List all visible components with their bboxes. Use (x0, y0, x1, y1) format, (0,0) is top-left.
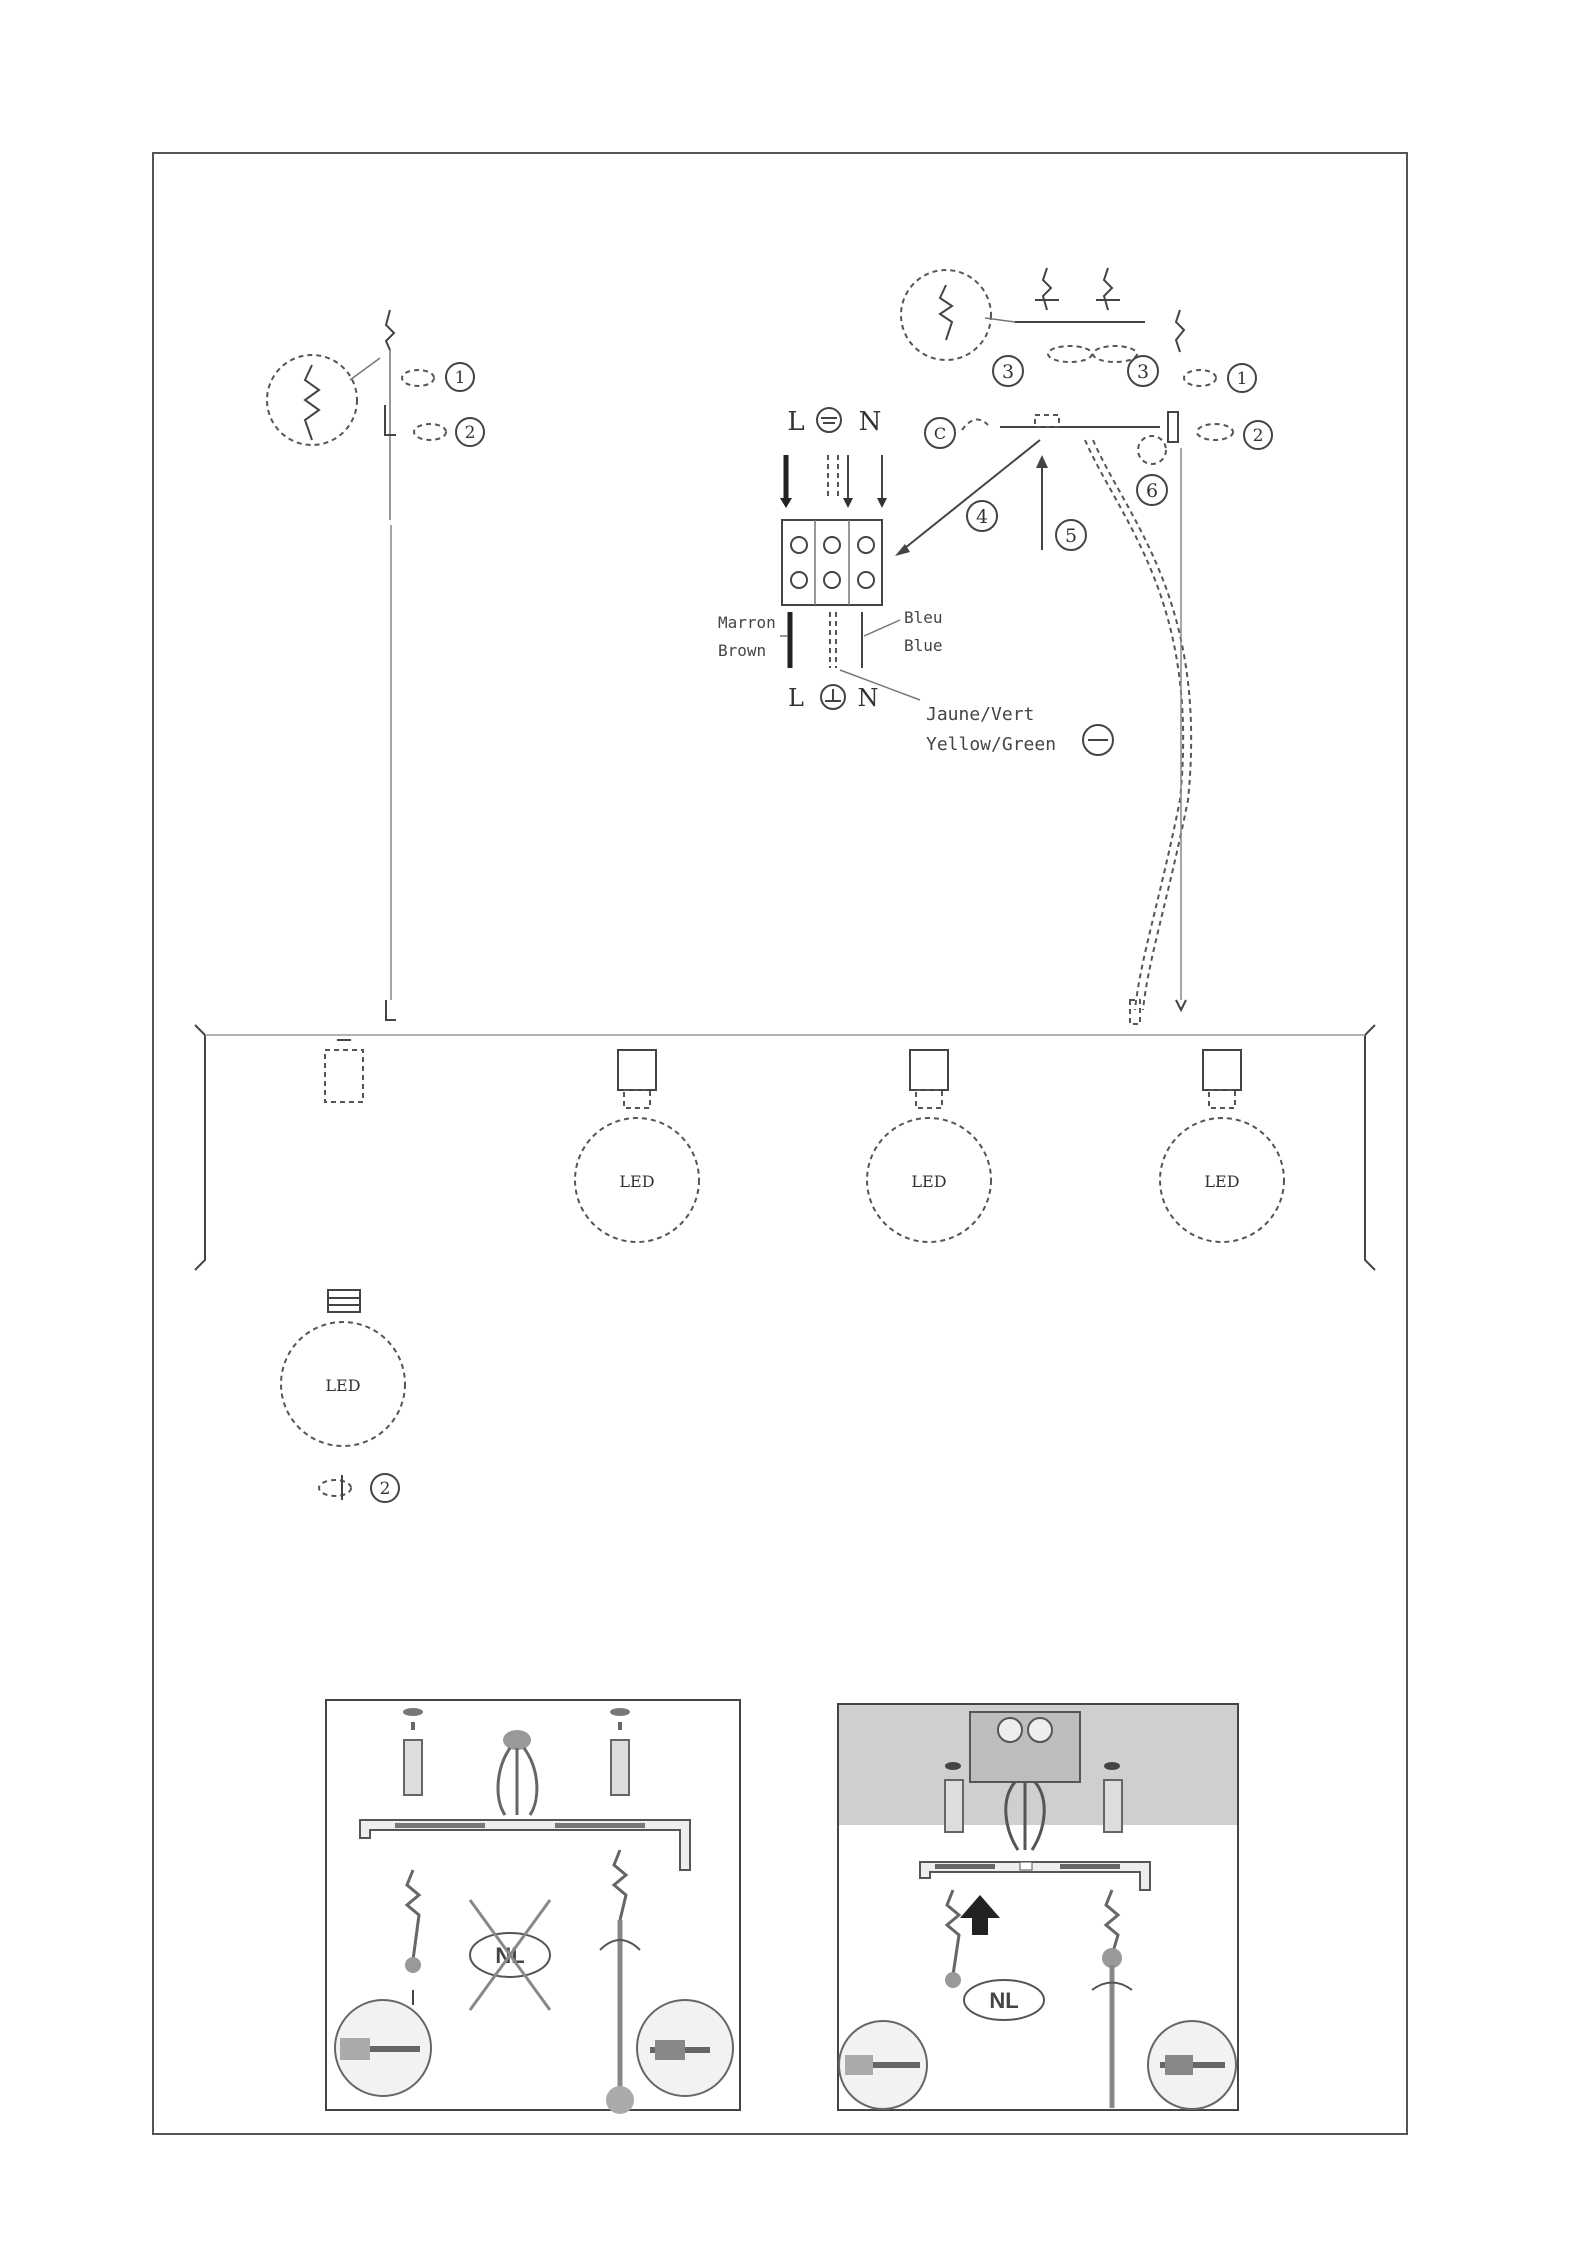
right-screw-magnifier (901, 270, 991, 360)
left-wire-clip (386, 1000, 396, 1020)
step3b-label: 3 (1137, 361, 1149, 383)
left-top-screw-icon (386, 310, 394, 350)
bulb-2-label: LED (911, 1172, 946, 1191)
right-step1-label: 1 (1237, 369, 1248, 389)
light-fixture: LED LED LED (195, 1025, 1375, 1270)
wall-plug-right-1 (945, 1780, 963, 1832)
bracket-screw-b-icon (1096, 268, 1120, 310)
ground-fr-label: Jaune/Vert (926, 704, 1034, 725)
left-step2-label: 2 (465, 423, 476, 443)
loose-bulb-label: LED (325, 1376, 360, 1395)
brown-en-label: Brown (718, 641, 766, 660)
mounting-panel-left: NL (326, 1700, 740, 2114)
right-step2-label: 2 (1253, 426, 1264, 446)
terminal-block (782, 520, 882, 605)
bulb-3: LED (1160, 1050, 1284, 1242)
bulb-1-label: LED (619, 1172, 654, 1191)
junction-box (970, 1712, 1080, 1782)
top-ground-icon (817, 408, 841, 432)
left-screw-detail: 1 2 (267, 310, 484, 520)
wall-plug-right-2 (1104, 1780, 1122, 1832)
loose-bulb-base (328, 1290, 360, 1312)
bulb-2: LED (867, 1050, 991, 1242)
mounting-panel-right: NL (838, 1704, 1238, 2110)
top-L-label: L (787, 407, 804, 437)
brown-fr-label: Marron (718, 613, 776, 632)
wall-plug-left-2 (611, 1740, 629, 1795)
step5-label: 5 (1065, 525, 1077, 547)
empty-socket (325, 1050, 363, 1102)
top-N-label: N (859, 407, 882, 437)
loose-bulb: LED 2 (281, 1290, 405, 1502)
ground-en-label: Yellow/Green (926, 734, 1056, 755)
bottom-L-label: L (788, 684, 804, 712)
nl-badge-right-label: NL (989, 1988, 1018, 2013)
right-bracket-detail: 3 3 1 C 2 6 4 5 (895, 268, 1272, 556)
step6-label: 6 (1146, 480, 1158, 502)
left-screw-icon (305, 365, 319, 440)
canopy-connector (1035, 415, 1059, 427)
bracket-screw-a-icon (1035, 268, 1059, 310)
left-rotate-arrow-icon (402, 370, 434, 386)
left-step1-label: 1 (455, 368, 466, 388)
bulb-3-label: LED (1204, 1172, 1239, 1191)
bulb-1-socket (618, 1050, 656, 1090)
step4-label: 4 (976, 506, 988, 528)
fixture-left-end (195, 1025, 205, 1270)
right-top-screw-icon (1176, 310, 1184, 352)
wall-plug-left-1 (404, 1740, 422, 1795)
loose-bulb-rotate-icon (319, 1480, 351, 1496)
bulb-step2-label: 2 (380, 1479, 391, 1499)
bulb-3-socket (1203, 1050, 1241, 1090)
step-c-label: C (934, 424, 946, 443)
fixture-right-end (1365, 1025, 1375, 1270)
blue-en-label: Blue (904, 636, 943, 655)
blue-fr-label: Bleu (904, 608, 943, 627)
bulb-2-socket (910, 1050, 948, 1090)
right-clip-icon (1168, 412, 1178, 442)
step3a-label: 3 (1002, 361, 1014, 383)
bottom-N-label: N (858, 684, 879, 712)
arrow-step4 (900, 440, 1040, 552)
terminal-block-wiring: L N Marron Brown Bleu Blue L (718, 407, 1113, 755)
left-screw-magnifier (267, 355, 357, 445)
bulb-1: LED (575, 1050, 699, 1242)
